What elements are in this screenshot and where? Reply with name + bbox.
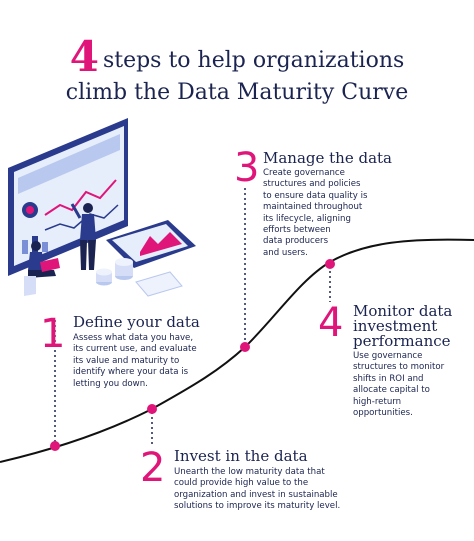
curve-dot-4 bbox=[325, 259, 335, 269]
tablet-illustration bbox=[106, 220, 196, 268]
step-4-heading-line-2: investment bbox=[353, 317, 438, 335]
curve-dot-1 bbox=[50, 441, 60, 451]
standing-person-illustration bbox=[70, 203, 96, 270]
step-3-body: Create governance structures and policie… bbox=[263, 168, 368, 258]
step-4-body: Use governance structures to monitor shi… bbox=[353, 351, 445, 419]
step-2-heading: Invest in the data bbox=[174, 447, 308, 465]
dashboard-board-illustration bbox=[8, 118, 128, 276]
step-4-heading-line-3: performance bbox=[353, 332, 451, 350]
step-2-number: 2 bbox=[140, 445, 166, 491]
step-3-number: 3 bbox=[234, 145, 260, 191]
coin-stacks-illustration bbox=[96, 258, 133, 286]
step-1-number: 1 bbox=[40, 311, 66, 357]
step-1-heading: Define your data bbox=[73, 313, 200, 331]
curve-dot-2 bbox=[147, 404, 157, 414]
step-3-heading: Manage the data bbox=[263, 149, 393, 167]
document-illustration bbox=[135, 271, 183, 297]
step-1-body: Assess what data you have, its current u… bbox=[73, 333, 197, 389]
title-number: 4 bbox=[69, 32, 99, 81]
seated-person-laptop-illustration bbox=[24, 241, 60, 296]
curve-dot-3 bbox=[240, 342, 250, 352]
step-4-heading-line-1: Monitor data bbox=[353, 302, 453, 320]
step-2-body: Unearth the low maturity data that could… bbox=[174, 467, 341, 512]
title-line-1-text: steps to help organizations bbox=[102, 48, 405, 73]
step-4-number: 4 bbox=[318, 300, 344, 346]
title-line-2: climb the Data Maturity Curve bbox=[65, 80, 409, 105]
